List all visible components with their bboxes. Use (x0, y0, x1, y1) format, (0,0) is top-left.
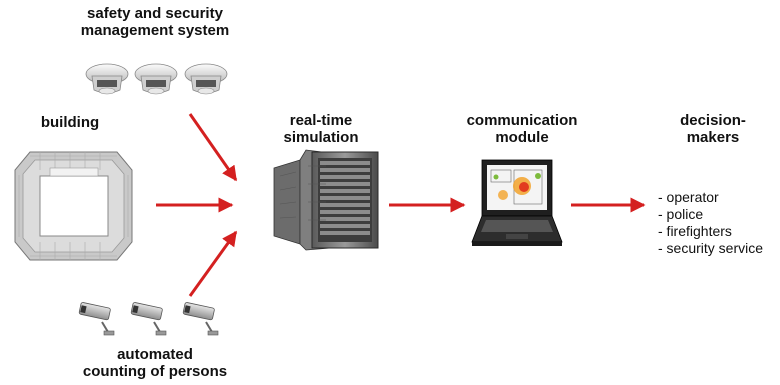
safety-system-label-line2: management system (80, 22, 230, 39)
simulation-label-line1: real-time (289, 112, 353, 129)
stadium-icon (14, 151, 133, 261)
decision-makers-list: - operator - police - firefighters - sec… (658, 189, 763, 257)
safety-system-label: safety and security management system (60, 5, 250, 39)
smoke-detector-icon (184, 63, 228, 95)
simulation-label: real-time simulation (266, 112, 376, 146)
communication-label-line2: module (495, 129, 549, 146)
list-item: - operator (658, 189, 719, 205)
building-label-line1: building (40, 114, 100, 131)
server-rack-icon (273, 149, 379, 251)
communication-label-line1: communication (466, 112, 578, 129)
counting-label-line1: automated (117, 346, 193, 363)
decision-makers-label-line2: makers (686, 129, 740, 146)
heatmap-icon (490, 169, 543, 205)
counting-label: automated counting of persons (60, 346, 250, 380)
arrow-safety-to-simulation (188, 113, 238, 182)
communication-label: communication module (452, 112, 592, 146)
simulation-label-line2: simulation (283, 129, 359, 146)
list-item: - firefighters (658, 223, 732, 239)
smoke-detector-icon (85, 63, 129, 95)
surveillance-camera-icon (130, 302, 167, 336)
surveillance-camera-icon (182, 302, 219, 336)
counting-label-line2: counting of persons (82, 363, 228, 380)
decision-makers-label-line1: decision- (680, 112, 746, 129)
decision-makers-label: decision- makers (668, 112, 758, 146)
surveillance-camera-icon (78, 302, 115, 336)
building-label: building (20, 114, 120, 131)
safety-system-label-line1: safety and security (87, 5, 223, 22)
list-item: - police (658, 206, 704, 222)
smoke-detector-icon (134, 63, 178, 95)
list-item: - security service (658, 240, 764, 256)
laptop-icon (471, 159, 563, 246)
arrow-counting-to-simulation (188, 230, 238, 297)
